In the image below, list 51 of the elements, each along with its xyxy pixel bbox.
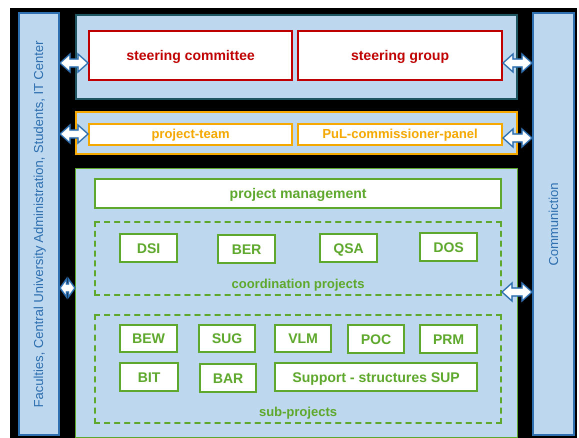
process-box bbox=[119, 324, 178, 353]
box-label: DOS bbox=[433, 238, 464, 256]
side-bar bbox=[18, 12, 60, 436]
double-arrow bbox=[58, 52, 90, 74]
process-box bbox=[419, 232, 478, 262]
group-label: sub-projects bbox=[258, 405, 337, 420]
panel bbox=[75, 14, 518, 100]
group-box bbox=[94, 221, 502, 296]
process-box bbox=[297, 123, 503, 146]
box-label: VLM bbox=[288, 330, 318, 347]
box-label: Support - structures SUP bbox=[292, 368, 460, 386]
process-box bbox=[419, 324, 478, 354]
side-label: Faculties, Central University Administration, Students, IT Center bbox=[32, 40, 46, 408]
side-label: Communiction bbox=[546, 182, 561, 266]
box-label: steering group bbox=[350, 47, 449, 64]
box-label: BER bbox=[232, 240, 262, 258]
box-label: steering committee bbox=[126, 47, 255, 64]
side-bar bbox=[532, 12, 575, 436]
process-box bbox=[217, 234, 276, 264]
double-arrow bbox=[500, 281, 534, 303]
process-box bbox=[274, 324, 332, 353]
process-box bbox=[347, 324, 405, 354]
process-box bbox=[319, 233, 378, 263]
box-label: BIT bbox=[138, 368, 160, 386]
panel bbox=[75, 111, 518, 155]
box-label: BAR bbox=[212, 370, 244, 386]
process-box bbox=[274, 362, 478, 392]
process-box bbox=[198, 324, 256, 353]
double-arrow bbox=[59, 276, 76, 300]
box-label: SUG bbox=[212, 330, 242, 347]
double-arrow bbox=[502, 52, 534, 74]
process-box bbox=[88, 30, 293, 81]
group-box bbox=[94, 314, 502, 424]
process-box bbox=[119, 233, 178, 263]
process-box bbox=[199, 363, 257, 393]
box-label: DSI bbox=[136, 240, 160, 256]
double-arrow bbox=[58, 123, 90, 145]
box-label: BEW bbox=[132, 330, 165, 347]
box-label: POC bbox=[360, 330, 392, 348]
box-label: PuL-commissioner-panel bbox=[322, 127, 478, 142]
box-label: PRM bbox=[432, 330, 464, 348]
process-box bbox=[119, 362, 179, 392]
double-arrow bbox=[502, 127, 534, 149]
box-label: project management bbox=[230, 185, 366, 202]
box-label: QSA bbox=[333, 240, 364, 256]
box-label: project-team bbox=[151, 127, 230, 142]
process-box bbox=[297, 30, 503, 81]
group-label: coordination projects bbox=[232, 277, 364, 292]
process-box bbox=[94, 178, 502, 209]
process-box bbox=[88, 123, 293, 146]
panel bbox=[75, 168, 518, 438]
